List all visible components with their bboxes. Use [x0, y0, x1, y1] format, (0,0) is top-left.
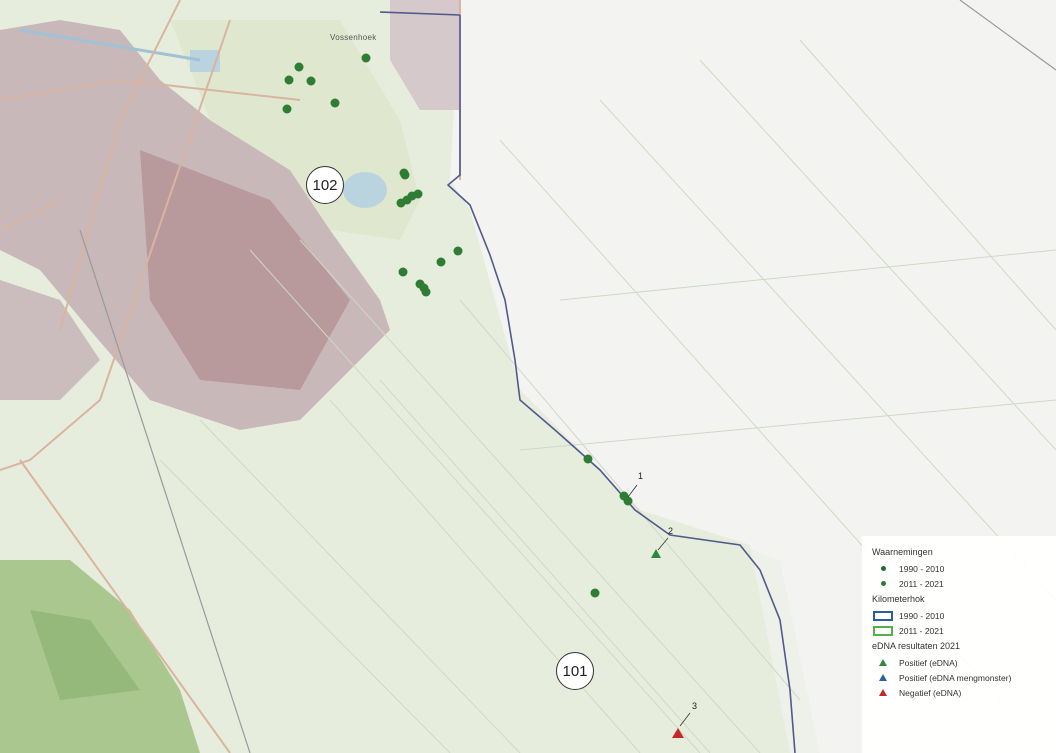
legend-row-obs-1990-2010: 1990 - 2010	[872, 561, 1056, 576]
legend-label: 1990 - 2010	[899, 610, 945, 621]
observation-point[interactable]	[396, 198, 406, 208]
legend-label: 2011 - 2021	[899, 578, 944, 589]
forest-patch	[30, 610, 140, 700]
legend-label: Positief (eDNA mengmonster)	[899, 672, 1012, 683]
legend-observations-title: Waarnemingen	[872, 547, 933, 557]
legend-row-edna-negative: Negatief (eDNA)	[872, 685, 1056, 700]
legend-label: Positief (eDNA)	[899, 657, 958, 668]
observation-point[interactable]	[583, 454, 593, 464]
legend-row-edna-positive: Positief (eDNA)	[872, 655, 1056, 670]
water-basin	[190, 50, 220, 72]
observation-point[interactable]	[284, 75, 294, 85]
observation-point[interactable]	[413, 189, 423, 199]
observation-point[interactable]	[453, 246, 463, 256]
municipal-boundary	[446, 15, 796, 753]
field-lines	[159, 39, 1056, 753]
callout-2: 2	[668, 526, 674, 536]
canal	[19, 28, 201, 62]
legend-edna-title: eDNA resultaten 2021	[872, 641, 961, 651]
observation-point[interactable]	[400, 170, 410, 180]
observation-point[interactable]	[421, 287, 431, 297]
street-label: Vossenhoek	[330, 33, 377, 42]
urban-core	[140, 150, 350, 390]
callout-leaders	[627, 484, 691, 727]
north-residential	[390, 0, 460, 110]
observation-point[interactable]	[294, 62, 304, 72]
edna-negative-marker[interactable]	[672, 728, 684, 738]
observation-point[interactable]	[623, 496, 633, 506]
observation-point[interactable]	[282, 104, 292, 114]
observation-point[interactable]	[398, 267, 408, 277]
map-legend: Waarnemingen 1990 - 2010 2011 - 2021 Kil…	[862, 536, 1056, 753]
triangle-green-icon	[879, 659, 887, 666]
observation-points-layer	[282, 53, 633, 598]
legend-label: Negatief (eDNA)	[899, 687, 962, 698]
legend-row-km-1990-2010: 1990 - 2010	[872, 608, 1056, 623]
square-green-icon	[873, 625, 893, 636]
observation-point[interactable]	[436, 257, 446, 267]
legend-row-obs-2011-2021: 2011 - 2021	[872, 576, 1056, 591]
observation-point[interactable]	[590, 588, 600, 598]
rail-lines	[79, 0, 1056, 753]
square-blue-icon	[873, 610, 893, 621]
observation-point[interactable]	[330, 98, 340, 108]
observation-point[interactable]	[361, 53, 371, 63]
legend-kilometerhok-title: Kilometerhok	[872, 594, 925, 604]
triangle-blue-icon	[879, 674, 887, 681]
municipal-boundary-north	[379, 11, 461, 16]
urban-west	[0, 280, 100, 400]
pond	[343, 172, 387, 208]
triangle-red-icon	[879, 689, 887, 696]
legend-row-edna-mixed: Positief (eDNA mengmonster)	[872, 670, 1056, 685]
legend-label: 2011 - 2021	[899, 625, 944, 636]
legend-row-km-2011-2021: 2011 - 2021	[872, 623, 1056, 638]
dot-2011-2021-icon	[880, 581, 886, 586]
dot-1990-2010-icon	[880, 566, 886, 571]
area-label-102[interactable]: 102	[306, 166, 344, 204]
legend-label: 1990 - 2010	[899, 563, 945, 574]
observation-point[interactable]	[306, 76, 316, 86]
edna-positive-marker[interactable]	[651, 549, 661, 558]
area-label-101[interactable]: 101	[556, 652, 594, 690]
callout-3: 3	[692, 701, 698, 711]
callout-1: 1	[638, 471, 644, 481]
